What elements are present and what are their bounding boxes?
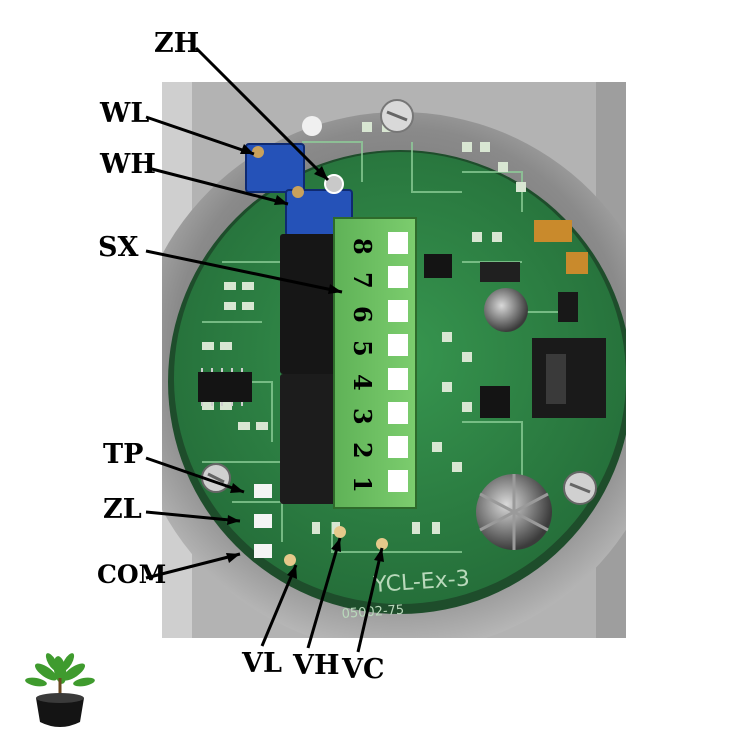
board-code: 05002-75 — [341, 603, 404, 622]
vc-point — [376, 538, 388, 550]
terminal-number: 5 — [348, 340, 377, 357]
label-com: COM — [97, 560, 167, 589]
terminal-number: 6 — [348, 306, 377, 323]
component-top-right — [480, 262, 520, 282]
screw-right-slot — [569, 482, 591, 494]
inductor-core — [546, 354, 566, 404]
ic-left-pins — [201, 368, 243, 406]
label-sx: SX — [98, 232, 139, 263]
terminal-number: 4 — [348, 374, 377, 391]
label-wh: WH — [100, 149, 156, 180]
terminal-number: 1 — [348, 476, 377, 493]
leader-zl — [145, 510, 241, 523]
ic-left — [198, 372, 252, 402]
pcb-pads — [202, 122, 526, 534]
arrowhead-zl — [227, 515, 240, 525]
arrowhead-tp — [230, 483, 244, 493]
tantalum-cap-2 — [566, 252, 588, 274]
leader-wh — [147, 166, 289, 206]
inductor — [532, 338, 606, 418]
arrowhead-com — [226, 553, 240, 563]
terminal-number: 3 — [348, 408, 377, 425]
trimmer-wl-screw — [252, 146, 264, 158]
arrowhead-wl — [240, 144, 254, 154]
leader-vh — [306, 537, 342, 649]
relay-lower — [280, 374, 340, 504]
vl-point — [284, 554, 296, 566]
label-vl: VL — [242, 648, 282, 679]
leader-vl — [260, 564, 298, 647]
label-wl: WL — [100, 98, 150, 129]
arrowhead-vh — [331, 538, 341, 552]
label-tp: TP — [103, 439, 144, 470]
leader-tp — [145, 456, 245, 494]
terminal-slots — [388, 232, 408, 492]
transistor — [558, 292, 578, 322]
screw-left-slot — [207, 472, 225, 484]
arrowhead-wh — [274, 195, 288, 205]
capacitor-small — [484, 288, 528, 332]
terminal-number: 2 — [348, 442, 377, 459]
led-white — [302, 116, 322, 136]
arrowhead-vc — [374, 548, 384, 562]
leader-com — [145, 552, 241, 580]
vh-point — [334, 526, 346, 538]
relay-upper — [280, 234, 340, 374]
zl-pad — [254, 514, 272, 528]
arrowhead-zh — [314, 166, 328, 180]
circuit-board-photo: 8 7 6 5 4 3 2 1 — [162, 82, 626, 638]
terminal-numbers: 8 7 6 5 4 3 2 1 — [348, 238, 377, 493]
tp-pad — [254, 484, 272, 498]
ic-small — [480, 386, 510, 418]
leader-vc — [356, 547, 384, 653]
leader-sx — [145, 249, 343, 294]
trimmer-wh-screw — [292, 186, 304, 198]
capacitor-vent — [479, 474, 549, 550]
terminal-number: 8 — [348, 238, 377, 255]
label-vh: VH — [293, 650, 340, 681]
arrowhead-vl — [287, 565, 297, 579]
label-zl: ZL — [103, 494, 142, 525]
screw-top-slot — [386, 110, 408, 122]
tantalum-cap-1 — [534, 220, 572, 242]
com-pad — [254, 544, 272, 558]
zh-point — [324, 174, 344, 194]
leader-wl — [145, 115, 255, 156]
leader-zh — [194, 46, 330, 182]
ic-mid — [424, 254, 452, 278]
label-vc: VC — [342, 654, 385, 685]
plant-icon — [22, 648, 98, 732]
arrowhead-sx — [328, 284, 342, 294]
label-zh: ZH — [154, 28, 200, 59]
terminal-number: 7 — [348, 272, 377, 289]
